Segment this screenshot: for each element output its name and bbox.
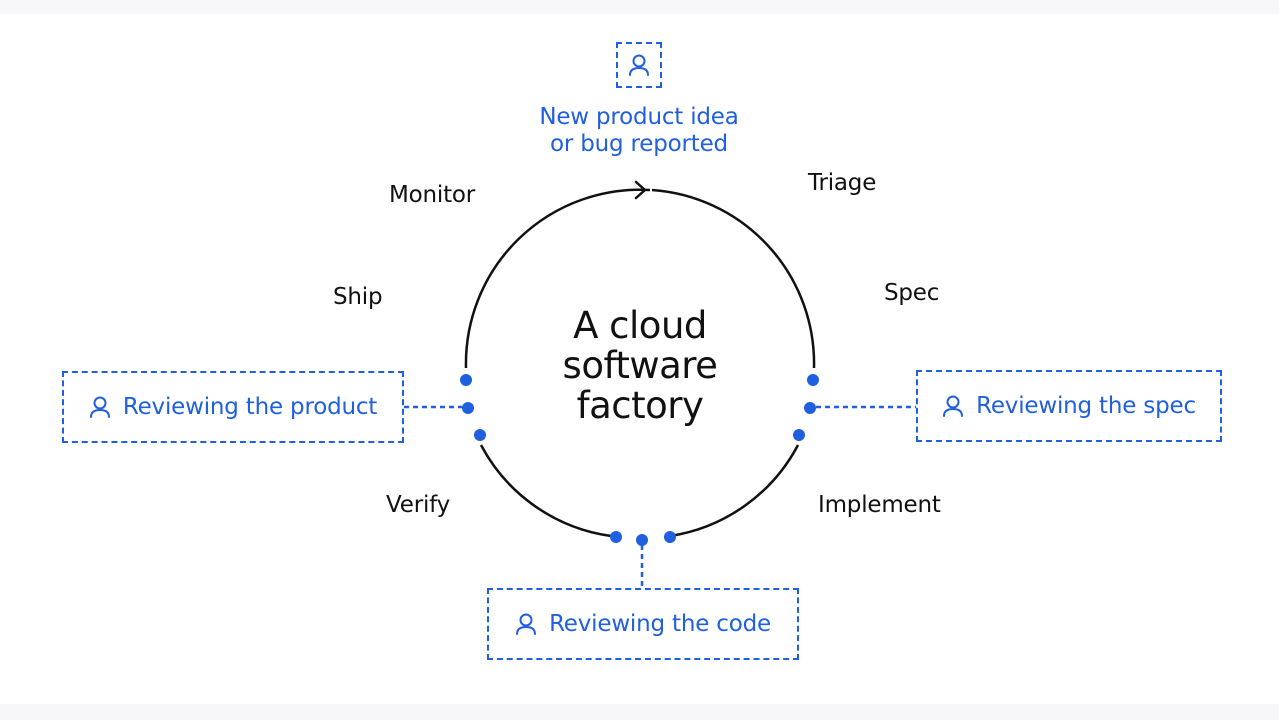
cycle-arc-bottom-left bbox=[479, 444, 612, 538]
idea-person-box bbox=[616, 42, 662, 88]
diagram-title: A cloud software factory bbox=[490, 306, 790, 426]
review-code-box: Reviewing the code bbox=[487, 588, 799, 660]
step-implement: Implement bbox=[818, 492, 941, 518]
review-spec-box: Reviewing the spec bbox=[916, 370, 1222, 442]
checkpoint-dot bbox=[474, 429, 486, 441]
step-spec: Spec bbox=[884, 280, 940, 306]
review-product-label: Reviewing the product bbox=[122, 394, 378, 420]
step-triage: Triage bbox=[808, 170, 877, 196]
title-line2: software bbox=[562, 344, 718, 387]
checkpoint-dot bbox=[636, 534, 648, 546]
cycle-arc-left bbox=[464, 188, 651, 369]
checkpoint-dot bbox=[610, 531, 622, 543]
step-monitor: Monitor bbox=[389, 182, 476, 208]
step-ship: Ship bbox=[333, 284, 383, 310]
cycle-arc-right bbox=[651, 188, 816, 369]
title-line3: factory bbox=[576, 384, 704, 427]
review-product-box: Reviewing the product bbox=[62, 371, 404, 443]
idea-label-line1: New product idea bbox=[539, 104, 739, 130]
checkpoint-dot bbox=[807, 374, 819, 386]
checkpoint-dot bbox=[793, 429, 805, 441]
step-verify: Verify bbox=[386, 492, 451, 518]
person-icon bbox=[943, 395, 964, 417]
checkpoint-dot bbox=[664, 531, 676, 543]
checkpoint-dot bbox=[462, 402, 474, 414]
checkpoint-dot bbox=[460, 374, 472, 386]
review-code-label: Reviewing the code bbox=[549, 611, 771, 637]
cycle-arrow-head bbox=[634, 180, 647, 200]
idea-label-line2: or bug reported bbox=[550, 131, 728, 157]
title-line1: A cloud bbox=[573, 304, 707, 347]
review-spec-label: Reviewing the spec bbox=[976, 393, 1196, 419]
person-icon bbox=[89, 396, 110, 418]
person-icon bbox=[516, 613, 537, 635]
idea-label: New product idea or bug reported bbox=[489, 104, 789, 158]
cycle-arc-bottom-right bbox=[669, 444, 800, 538]
person-icon bbox=[629, 54, 649, 76]
checkpoint-dot bbox=[804, 402, 816, 414]
